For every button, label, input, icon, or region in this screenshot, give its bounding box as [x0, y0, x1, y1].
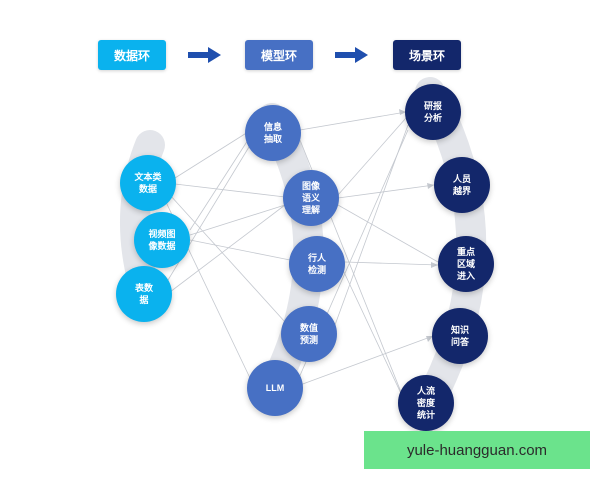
- node-table-data: 表数据: [116, 266, 172, 322]
- connector-line: [174, 131, 249, 179]
- arrowhead: [431, 262, 438, 268]
- node-video-data: 视频图像数据: [134, 212, 190, 268]
- connector-line: [337, 204, 439, 263]
- node-label: 图像语义理解: [301, 181, 320, 215]
- connector-line: [337, 184, 435, 199]
- connector-arrowheads: [399, 109, 438, 402]
- watermark-banner: yule-huangguan.com: [364, 431, 590, 469]
- node-pedestrian-detect: 行人检测: [289, 236, 345, 292]
- node-label: LLM: [265, 383, 285, 393]
- node-llm: LLM: [247, 360, 303, 416]
- node-image-semantic: 图像语义理解: [283, 170, 339, 226]
- connector-line: [299, 111, 407, 131]
- node-info-extract: 信息抽取: [245, 105, 301, 161]
- node-boundary: 人员越界: [434, 157, 490, 213]
- arrow-model-to-scene: [335, 47, 368, 63]
- node-label: 信息抽取: [263, 122, 282, 144]
- model-ring-header: 模型环: [245, 40, 313, 70]
- node-label: 视频图像数据: [148, 229, 176, 251]
- connector-line: [344, 261, 439, 266]
- connector-line: [169, 204, 286, 293]
- arrowhead: [427, 183, 434, 189]
- node-key-area: 重点区域进入: [438, 236, 494, 292]
- node-label: 文本类数据: [134, 172, 162, 194]
- node-label: 人流密度统计: [416, 386, 435, 420]
- node-label: 研报分析: [423, 101, 442, 123]
- node-crowd-density: 人流密度统计: [398, 375, 454, 431]
- arrowhead: [426, 336, 433, 342]
- data-ring-header: 数据环: [98, 40, 166, 70]
- scene-ring-header: 场景环: [393, 40, 461, 70]
- connector-line: [189, 239, 291, 261]
- node-label: 重点区域进入: [456, 247, 475, 281]
- connector-line: [337, 117, 407, 196]
- node-label: 表数据: [134, 283, 153, 305]
- arrowhead: [399, 109, 406, 115]
- node-text-data: 文本类数据: [120, 155, 176, 211]
- node-label: 行人检测: [307, 253, 326, 275]
- connector-line: [174, 183, 286, 198]
- connector-line: [189, 204, 286, 236]
- connector-line: [342, 269, 406, 403]
- connector-line: [299, 335, 434, 386]
- node-research: 研报分析: [405, 84, 461, 140]
- connector-line: [164, 141, 253, 286]
- node-qa: 知识问答: [432, 308, 488, 364]
- node-label: 数值预测: [299, 323, 318, 345]
- node-value-predict: 数值预测: [281, 306, 337, 362]
- arrow-data-to-model: [188, 47, 221, 63]
- node-label: 知识问答: [450, 325, 469, 347]
- node-label: 人员越界: [452, 174, 471, 196]
- connector-line: [189, 139, 249, 231]
- connector-line: [169, 194, 286, 323]
